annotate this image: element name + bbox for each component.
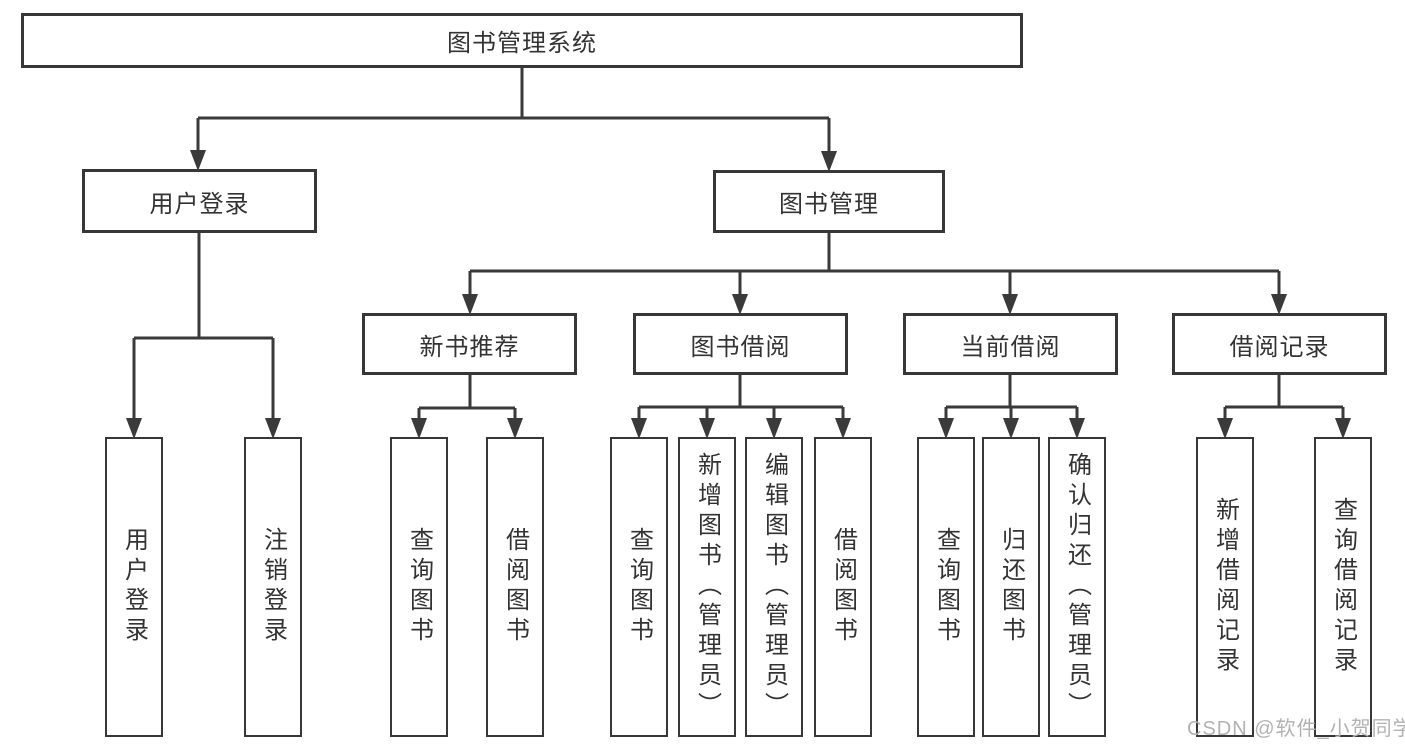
connector-root-to-level2 bbox=[190, 68, 837, 172]
csdn-watermark: CSDN @软件_小贺同学 bbox=[1187, 718, 1405, 740]
connector-borrow-records-to-leaves bbox=[1217, 375, 1351, 439]
connector-book-borrow-to-leaves bbox=[631, 375, 851, 439]
connector-new-book-to-leaves bbox=[411, 375, 523, 439]
leaf-recommend-borrow-books: 借阅图书 bbox=[486, 437, 544, 737]
connector-user-login-to-leaves bbox=[126, 233, 281, 439]
node-borrow-records: 借阅记录 bbox=[1172, 313, 1387, 375]
leaf-recommend-query-books: 查询图书 bbox=[390, 437, 448, 737]
node-user-login: 用户登录 bbox=[82, 169, 317, 233]
leaf-borrow-borrow-books: 借阅图书 bbox=[814, 437, 872, 737]
node-book-management: 图书管理 bbox=[713, 170, 945, 233]
leaf-logout: 注销登录 bbox=[244, 437, 302, 737]
leaf-borrow-add-books-admin: 新增图书（管理员） bbox=[678, 437, 736, 737]
node-current-borrow: 当前借阅 bbox=[903, 313, 1118, 375]
leaf-borrow-query-books: 查询图书 bbox=[610, 437, 668, 737]
leaf-records-add-record: 新增借阅记录 bbox=[1196, 437, 1254, 737]
leaf-current-query-books: 查询图书 bbox=[917, 437, 975, 737]
leaf-records-query-record: 查询借阅记录 bbox=[1314, 437, 1372, 737]
node-book-borrow: 图书借阅 bbox=[633, 313, 848, 375]
leaf-borrow-edit-books-admin: 编辑图书（管理员） bbox=[745, 437, 803, 737]
node-new-book-recommend: 新书推荐 bbox=[362, 313, 577, 375]
connector-book-mgmt-to-level3 bbox=[462, 233, 1287, 315]
connector-current-borrow-to-leaves bbox=[938, 375, 1085, 439]
leaf-user-login: 用户登录 bbox=[105, 437, 163, 737]
leaf-current-confirm-return-admin: 确认归还（管理员） bbox=[1048, 437, 1106, 737]
leaf-current-return-books: 归还图书 bbox=[982, 437, 1040, 737]
node-root-library-system: 图书管理系统 bbox=[21, 13, 1023, 68]
